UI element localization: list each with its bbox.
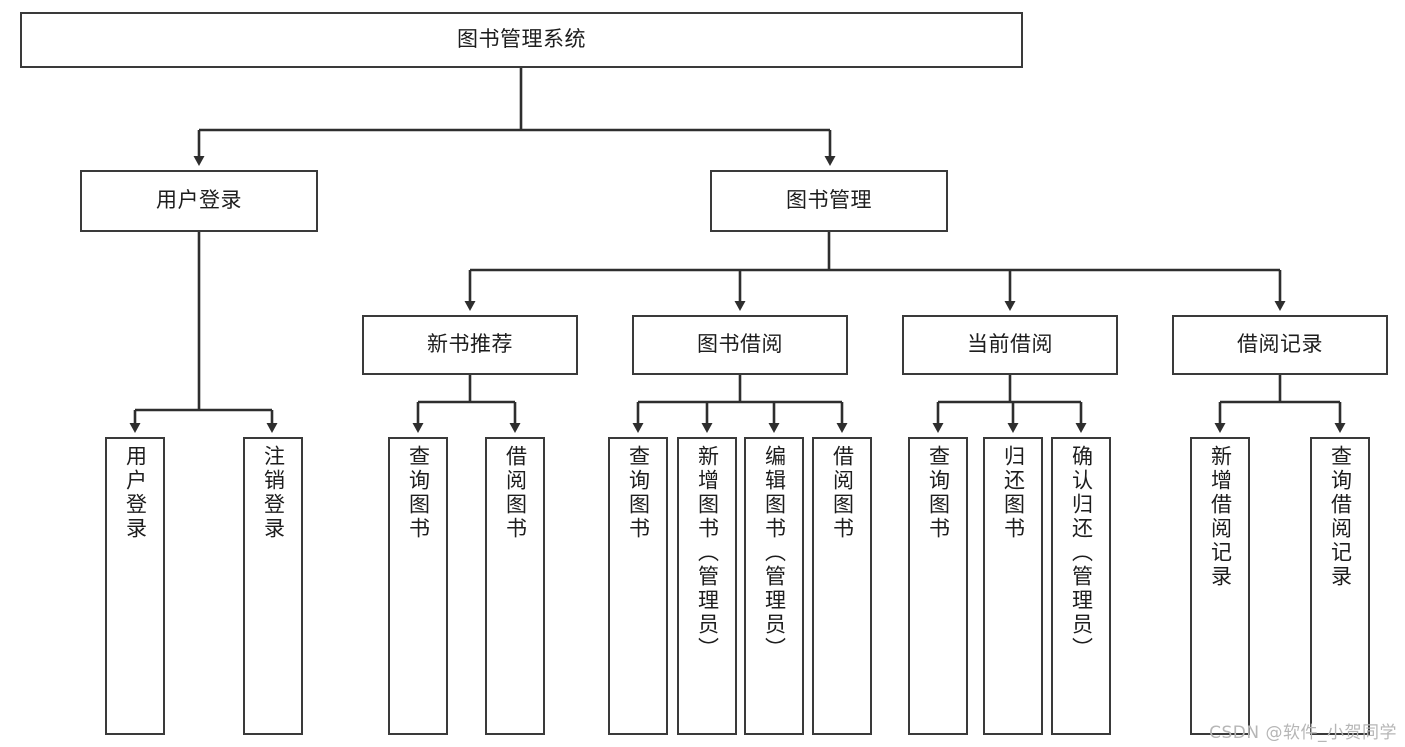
node-label: 新增图书（管理员）: [695, 445, 720, 661]
node-label: 新书推荐: [427, 332, 513, 357]
leaf-node-borrow-book[interactable]: 借阅图书: [812, 437, 872, 735]
node-label: 注销登录: [261, 445, 286, 541]
node-label: 查询借阅记录: [1328, 445, 1353, 589]
node-label: 借阅图书: [503, 445, 528, 541]
node-new-book-recommendation[interactable]: 新书推荐: [362, 315, 578, 375]
node-current-borrowing[interactable]: 当前借阅: [902, 315, 1118, 375]
leaf-node-add-book-admin[interactable]: 新增图书（管理员）: [677, 437, 737, 735]
node-book-management[interactable]: 图书管理: [710, 170, 948, 232]
node-label: 归还图书: [1001, 445, 1026, 541]
leaf-node-confirm-return-admin[interactable]: 确认归还（管理员）: [1051, 437, 1111, 735]
node-label: 当前借阅: [967, 332, 1053, 357]
leaf-node-query-book-rec[interactable]: 查询图书: [388, 437, 448, 735]
node-label: 图书管理: [786, 188, 872, 213]
leaf-node-query-book-current[interactable]: 查询图书: [908, 437, 968, 735]
node-label: 查询图书: [926, 445, 951, 541]
leaf-node-query-book-borrow[interactable]: 查询图书: [608, 437, 668, 735]
leaf-node-return-book[interactable]: 归还图书: [983, 437, 1043, 735]
leaf-node-logout[interactable]: 注销登录: [243, 437, 303, 735]
node-label: 用户登录: [123, 445, 148, 541]
node-system-root[interactable]: 图书管理系统: [20, 12, 1023, 68]
node-label: 借阅记录: [1237, 332, 1323, 357]
leaf-node-user-login[interactable]: 用户登录: [105, 437, 165, 735]
csdn-watermark: CSDN @软件_小贺同学: [1209, 723, 1397, 743]
leaf-node-edit-book-admin[interactable]: 编辑图书（管理员）: [744, 437, 804, 735]
node-book-borrowing[interactable]: 图书借阅: [632, 315, 848, 375]
leaf-node-add-borrow-record[interactable]: 新增借阅记录: [1190, 437, 1250, 735]
node-label: 查询图书: [406, 445, 431, 541]
node-label: 编辑图书（管理员）: [762, 445, 787, 661]
leaf-node-borrow-book-rec[interactable]: 借阅图书: [485, 437, 545, 735]
node-label: 用户登录: [156, 188, 242, 213]
node-label: 新增借阅记录: [1208, 445, 1233, 589]
node-label: 借阅图书: [830, 445, 855, 541]
leaf-node-query-borrow-record[interactable]: 查询借阅记录: [1310, 437, 1370, 735]
node-label: 确认归还（管理员）: [1069, 445, 1094, 661]
node-label: 查询图书: [626, 445, 651, 541]
node-borrow-records[interactable]: 借阅记录: [1172, 315, 1388, 375]
node-label: 图书管理系统: [457, 27, 586, 52]
node-user-login[interactable]: 用户登录: [80, 170, 318, 232]
node-label: 图书借阅: [697, 332, 783, 357]
